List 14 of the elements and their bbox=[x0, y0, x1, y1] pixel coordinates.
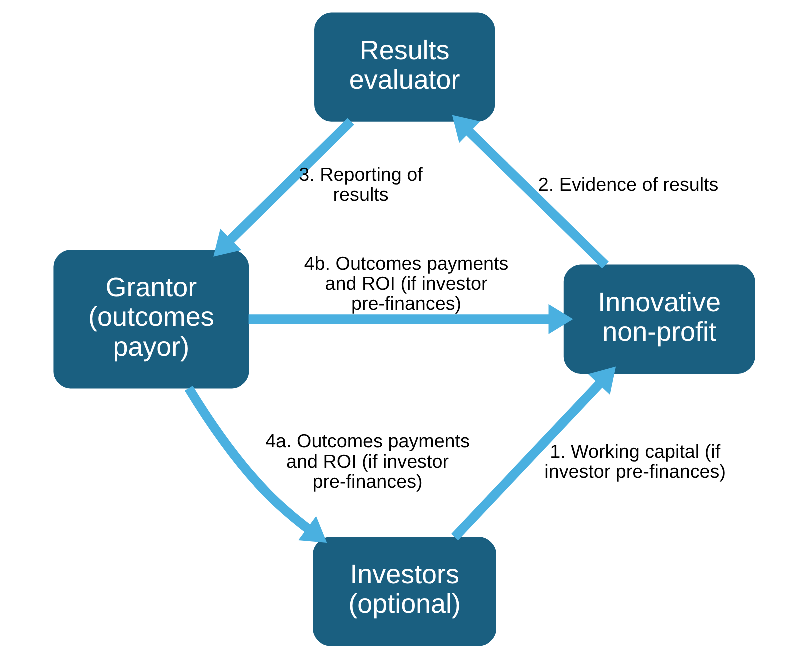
node-box: Results evaluator bbox=[314, 12, 496, 122]
arrow bbox=[451, 366, 616, 541]
edge-label: 4b. Outcomes payments and ROI (if investor pre-finances) bbox=[304, 252, 509, 314]
arrow bbox=[214, 118, 354, 257]
arrow bbox=[184, 386, 328, 544]
edge-label: 2. Evidence of results bbox=[538, 174, 719, 195]
node-box: Investors (optional) bbox=[313, 537, 496, 646]
node-box: Grantor (outcomes payor) bbox=[54, 250, 250, 389]
arrow bbox=[248, 304, 574, 334]
edge-label: 1. Working capital (if investor pre-finances) bbox=[544, 440, 726, 482]
arrow bbox=[452, 115, 609, 269]
node-box: Innovative non-profit bbox=[564, 264, 756, 374]
edge-label: 3. Reporting of results bbox=[299, 164, 423, 206]
edge-label: 4a. Outcomes payments and ROI (if investor pre-finances) bbox=[266, 430, 470, 492]
